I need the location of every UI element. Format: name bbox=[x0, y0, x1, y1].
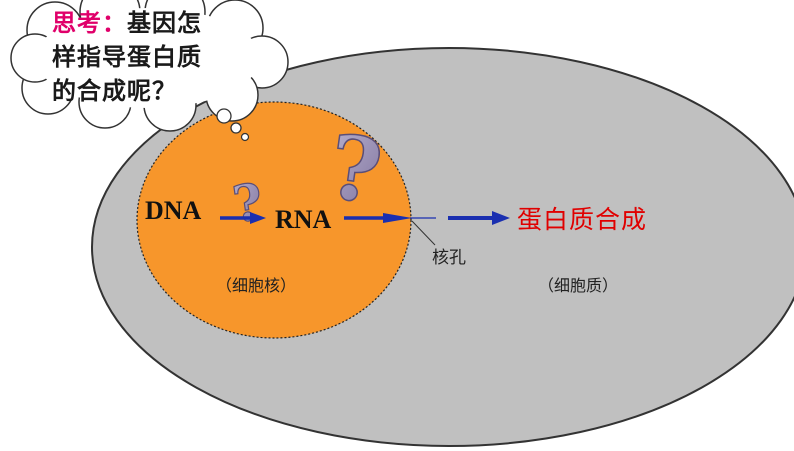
rna-label: RNA bbox=[275, 205, 332, 234]
nucleus-body bbox=[136, 101, 412, 339]
nuclear-pore-label: 核孔 bbox=[432, 248, 466, 268]
thought-line-2: 样指导蛋白质 bbox=[52, 43, 202, 71]
dna-label: DNA bbox=[145, 196, 202, 225]
thought-line-3: 的合成呢？ bbox=[52, 77, 177, 105]
thought-line-1-rest: 基因怎 bbox=[127, 9, 202, 37]
nucleus-label: （细胞核） bbox=[216, 276, 297, 295]
arrow-rna-to-pore bbox=[344, 213, 436, 223]
nuclear-pore-pointer bbox=[411, 220, 436, 246]
thought-highlight: 思考： bbox=[52, 9, 127, 37]
thought-question: 思考：基因怎 样指导蛋白质 的合成呢？ bbox=[52, 6, 252, 108]
cytoplasm-label: （细胞质） bbox=[538, 276, 619, 295]
arrow-to-protein bbox=[448, 211, 510, 225]
thought-line-1: 思考：基因怎 bbox=[52, 6, 252, 40]
arrow-dna-to-rna bbox=[220, 212, 266, 224]
protein-synthesis-label: 蛋白质合成 bbox=[517, 205, 648, 234]
thought-cloud bbox=[10, 0, 289, 142]
